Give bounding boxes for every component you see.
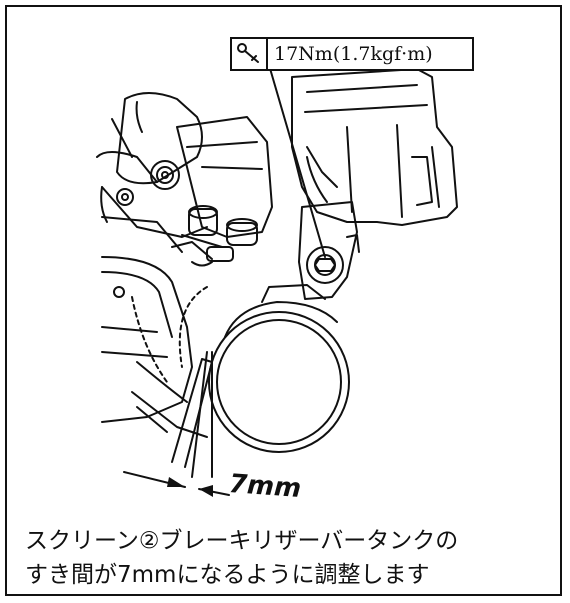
torque-spec-box: 17Nm(1.7kgf·m) [230, 37, 474, 71]
dimension-label: 7mm [227, 469, 303, 505]
torque-value: 17Nm(1.7kgf·m) [274, 43, 433, 65]
technical-illustration [96, 44, 458, 497]
caption-line-2: すき間が7mmになるように調整します [25, 562, 430, 588]
document-frame: 17Nm(1.7kgf·m) 7mm スクリーン②ブレーキリザーバータンクの す… [5, 5, 562, 596]
torque-wrench-icon [232, 39, 268, 69]
caption-text: スクリーン②ブレーキリザーバータンクの すき間が7mmになるように調整します [25, 524, 555, 592]
caption-line-1: スクリーン②ブレーキリザーバータンクの [25, 528, 459, 554]
